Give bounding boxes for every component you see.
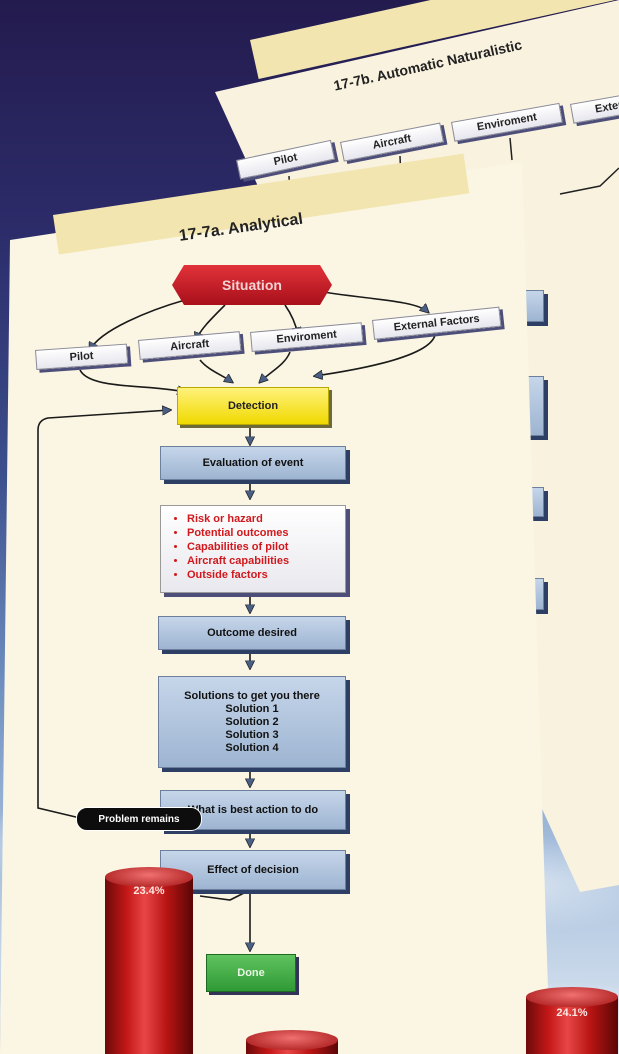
factor-item: Potential outcomes: [187, 526, 337, 540]
factor-item: Risk or hazard: [187, 512, 337, 526]
cylinder-left-label: 23.4%: [133, 885, 165, 897]
factors-list-box: Risk or hazard Potential outcomes Capabi…: [160, 505, 346, 593]
cylinder-right-label: 24.1%: [556, 1007, 588, 1019]
solutions-heading: Solutions to get you there: [184, 689, 320, 702]
factor-item: Outside factors: [187, 568, 337, 582]
factor-item: Capabilities of pilot: [187, 540, 337, 554]
problem-remains-label: Problem remains: [76, 807, 202, 831]
solutions-node: Solutions to get you there Solution 1 So…: [158, 676, 346, 768]
solution-item: Solution 2: [225, 715, 279, 728]
solution-item: Solution 4: [225, 741, 279, 754]
factor-item: Aircraft capabilities: [187, 554, 337, 568]
situation-node: Situation: [172, 265, 332, 305]
outcome-desired-node: Outcome desired: [158, 616, 346, 650]
done-node: Done: [206, 954, 296, 992]
cylinder-left: 23.4%: [105, 867, 193, 1054]
solution-item: Solution 3: [225, 728, 279, 741]
cylinder-right: 24.1%: [526, 987, 618, 1054]
detection-node: Detection: [177, 387, 329, 425]
solution-item: Solution 1: [225, 702, 279, 715]
evaluation-node: Evaluation of event: [160, 446, 346, 480]
cylinder-center: [246, 1030, 338, 1054]
